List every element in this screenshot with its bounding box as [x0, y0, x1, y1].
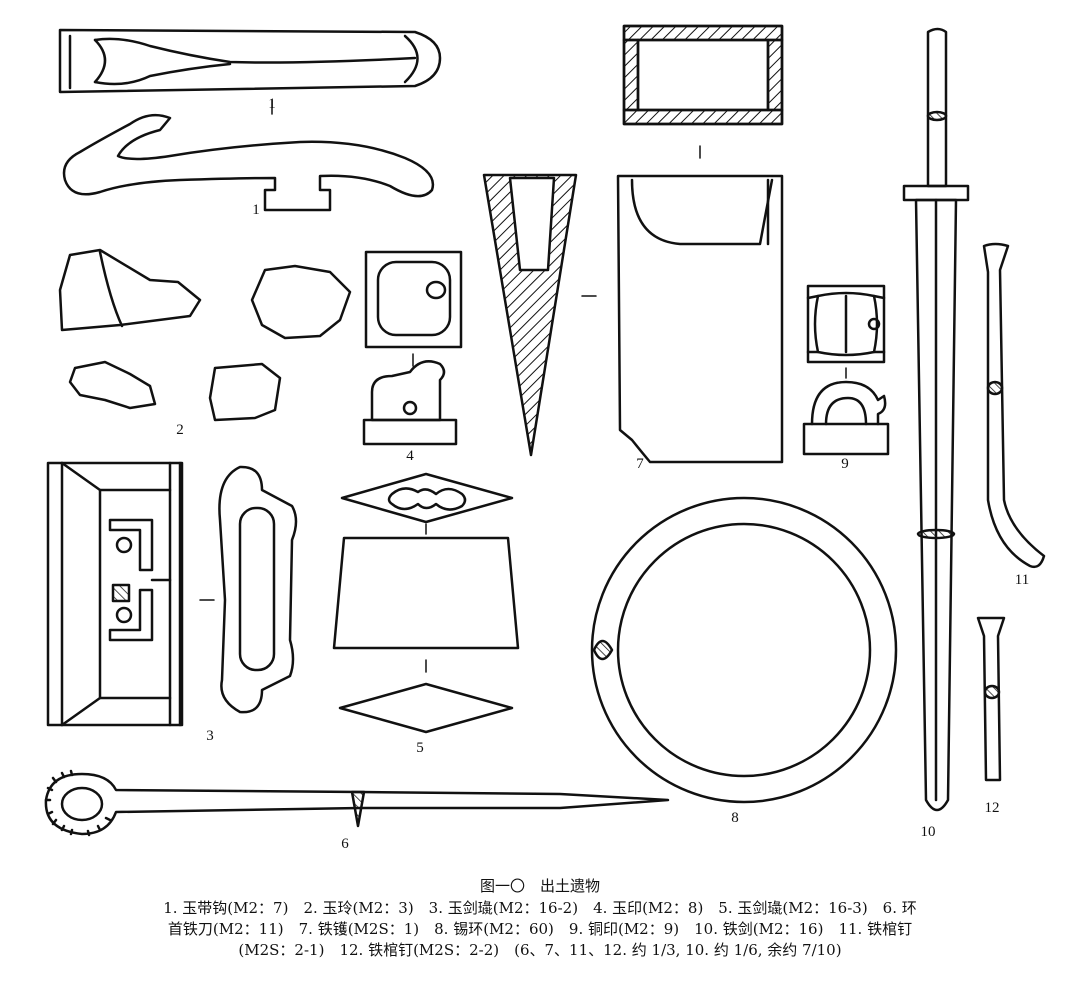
- label-6: 6: [341, 836, 349, 852]
- caption-line-1: 1. 玉带钩(M2：7) 2. 玉玲(M2：3) 3. 玉剑璏(M2：16-2)…: [163, 899, 917, 917]
- label-2: 2: [176, 422, 184, 438]
- label-9: 9: [841, 456, 849, 472]
- caption-line-2: 首铁刀(M2：11) 7. 铁镬(M2S：1) 8. 锡环(M2：60) 9. …: [167, 920, 913, 938]
- label-4: 4: [406, 448, 414, 464]
- iron-sword-drawing: [902, 27, 970, 812]
- jade-seal-drawing: [362, 250, 463, 446]
- label-11: 11: [1015, 572, 1029, 588]
- label-12: 12: [985, 800, 1000, 816]
- label-3: 3: [206, 728, 214, 744]
- tin-ring-drawing: [590, 496, 898, 804]
- bronze-seal-drawing: [802, 284, 890, 456]
- caption-line-3: (M2S：2-1) 12. 铁棺钉(M2S：2-2) (6、7、11、12. 约…: [238, 941, 842, 959]
- caption-title: 图一〇 出土遗物: [479, 877, 600, 895]
- label-7: 7: [636, 456, 644, 472]
- iron-hoe-drawing: [482, 24, 784, 464]
- coffin-nail-11-drawing: [982, 242, 1046, 569]
- label-5: 5: [416, 740, 424, 756]
- label-10: 10: [921, 824, 936, 840]
- label-8: 8: [731, 810, 739, 826]
- label-1b: 1: [252, 202, 260, 218]
- figure-caption: 图一〇 出土遗物 1. 玉带钩(M2：7) 2. 玉玲(M2：3) 3. 玉剑璏…: [20, 876, 1060, 961]
- iron-knife-drawing: [44, 769, 670, 837]
- trapezoid-slide-drawing: [332, 472, 520, 734]
- coffin-nail-12-drawing: [976, 616, 1006, 782]
- scabbard-slide-drawing: [46, 461, 298, 727]
- jade-fragments-drawing: [58, 248, 352, 422]
- label-1a: 1: [268, 96, 276, 112]
- artifact-plate: 1 1 2 3 4 5 6 7 8 9 10 11 12: [44, 24, 1046, 852]
- belt-hook-drawing: [58, 28, 442, 212]
